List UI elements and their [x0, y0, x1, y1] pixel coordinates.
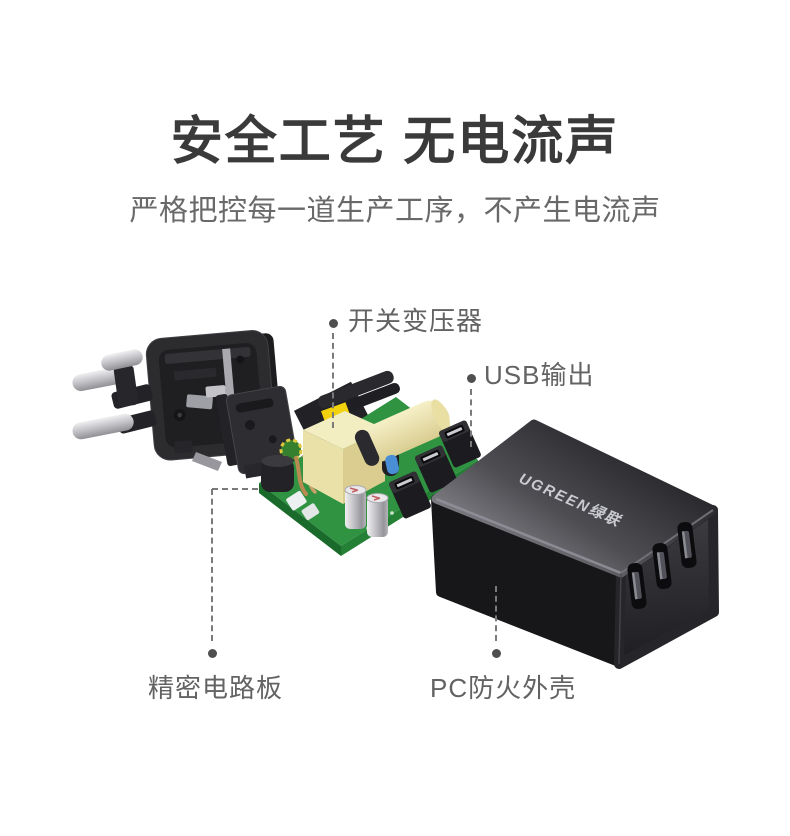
blue-capacitor [385, 454, 400, 475]
shell-usb-port [627, 562, 647, 610]
heatsink-rod [331, 382, 400, 417]
shell-usb-port [677, 521, 697, 569]
shell-edge-highlight [435, 497, 622, 575]
callout-line-pcb-vertical [211, 489, 213, 641]
black-capacitor-top [261, 455, 294, 467]
product-illustration: UGREEN绿联 [72, 330, 719, 669]
callout-label-shell: PC防火外壳 [430, 673, 577, 703]
callout-line-usb-output [470, 389, 472, 447]
callout-line-transformer [332, 333, 334, 428]
callout-dot-shell [492, 649, 501, 658]
callout-line-shell [495, 586, 497, 641]
white-support [301, 503, 320, 521]
page-title: 安全工艺 无电流声 [170, 113, 620, 171]
electrolytic-capacitor [366, 493, 389, 537]
board-usb-port [389, 471, 431, 519]
callout-dot-usb-output [467, 374, 476, 383]
black-capacitor [261, 459, 294, 492]
callout-dot-transformer [329, 319, 338, 328]
callout-label-transformer: 开关变压器 [348, 306, 484, 336]
circuit-board-part [259, 370, 481, 556]
transformer-cylinder [354, 399, 451, 466]
charger-shell-part: UGREEN绿联 [431, 419, 719, 669]
plug-prong [72, 413, 134, 440]
callout-label-pcb: 精密电路板 [148, 673, 284, 703]
callout-dot-pcb [208, 649, 217, 658]
callout-line-pcb-horizontal [212, 488, 258, 490]
metal-clip [192, 452, 222, 471]
electrolytic-capacitor [344, 485, 367, 529]
shell-usb-port [652, 542, 672, 590]
pcb-edge [259, 483, 341, 556]
earth-pin-stem [113, 365, 139, 407]
callout-label-usb-output: USB输出 [484, 360, 595, 390]
earth-pin [101, 349, 143, 371]
board-usb-port [415, 445, 457, 493]
page-subtitle: 严格把控每一道生产工序，不产生电流声 [129, 195, 661, 227]
shell-edge-highlight [618, 572, 622, 665]
white-support [286, 490, 307, 511]
shell-edge-highlight [620, 509, 714, 574]
heatsink-rod [317, 370, 394, 409]
